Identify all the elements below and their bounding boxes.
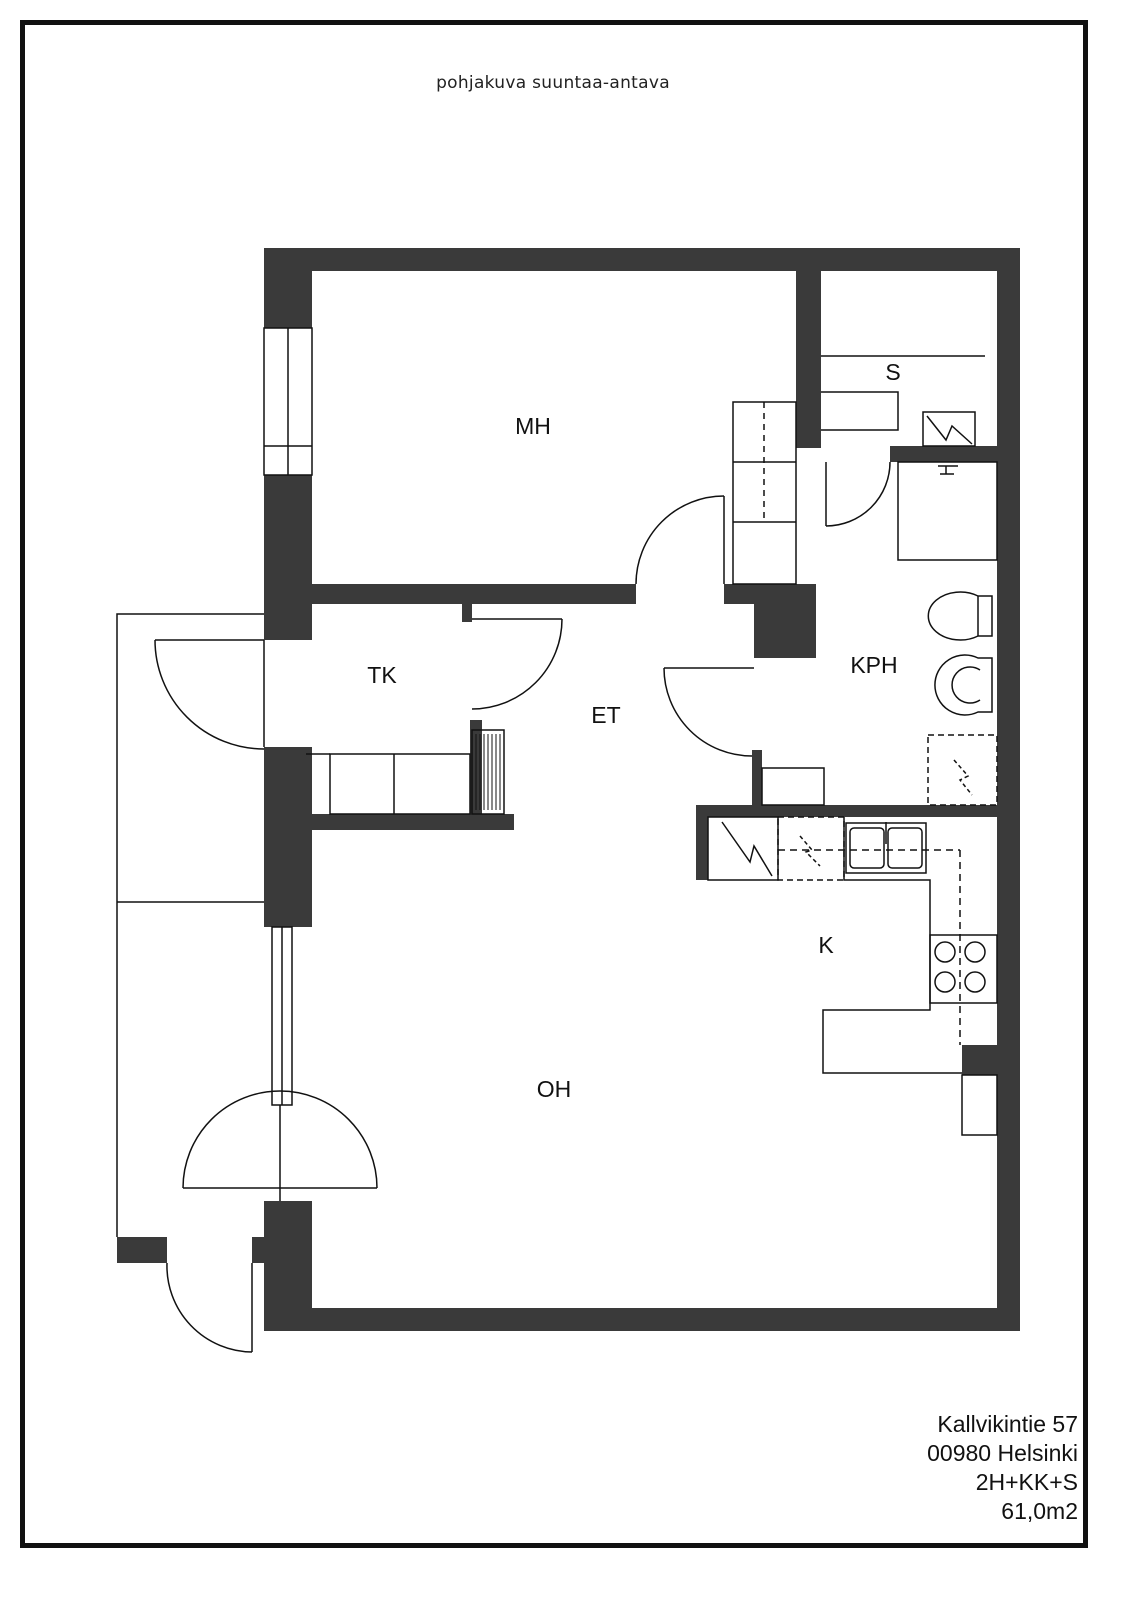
room-label-tk: TK — [367, 662, 397, 688]
kitchen-end-wall — [696, 805, 708, 880]
room-label-et: ET — [591, 702, 620, 728]
room-label-oh: OH — [537, 1076, 572, 1102]
sauna-bath-wall — [890, 446, 997, 462]
address-line: Kallvikintie 57 — [937, 1411, 1078, 1437]
stove-burner — [934, 941, 956, 963]
room-label-k: K — [818, 932, 834, 958]
shower-faucet — [938, 465, 958, 475]
washbasin — [934, 654, 993, 716]
stove-burner — [934, 971, 956, 993]
left-wall-segment — [264, 248, 312, 328]
fridge — [961, 1074, 998, 1136]
bath-entry-wall — [752, 750, 762, 805]
bedroom-door-swing — [635, 495, 725, 585]
bath-cabinet — [761, 767, 825, 806]
bedroom-bottom-wall — [306, 584, 636, 604]
disclaimer-note: pohjakuva suuntaa-antava — [436, 73, 670, 93]
area-line: 61,0m2 — [1001, 1498, 1078, 1524]
stove-burner — [964, 941, 986, 963]
left-wall-segment — [264, 747, 312, 927]
sauna-stove — [922, 411, 976, 447]
outer-wall-right — [997, 248, 1020, 1331]
postal-line: 00980 Helsinki — [927, 1440, 1078, 1466]
bath-entry-wall — [754, 600, 816, 658]
balcony-outline — [116, 613, 264, 1237]
sauna-door-swing — [825, 461, 891, 527]
property-info: Kallvikintie 57 00980 Helsinki 2H+KK+S 6… — [927, 1410, 1078, 1526]
balcony-wall — [117, 1237, 167, 1263]
outer-wall-bottom — [264, 1308, 1020, 1331]
outer-wall-top — [264, 248, 1020, 271]
balcony-wall — [252, 1237, 266, 1263]
shoe-rack — [471, 729, 505, 815]
balcony-door-swing — [182, 1090, 378, 1189]
stove — [929, 934, 998, 1004]
page-frame — [20, 20, 1088, 1548]
kitchen-wall-stub — [962, 1045, 997, 1075]
closet-wall — [462, 604, 472, 622]
sauna-bench — [821, 391, 899, 431]
room-labels: MH S TK ET KPH K OH — [367, 359, 900, 1102]
left-wall-segment — [264, 475, 312, 640]
left-wall-segment — [264, 1201, 312, 1331]
bedroom-bottom-wall — [724, 584, 816, 604]
dishwasher — [777, 816, 845, 881]
thin-lines — [116, 327, 998, 1353]
shower-area — [897, 461, 998, 561]
stove-burner — [964, 971, 986, 993]
closet-shelving — [329, 753, 471, 815]
toilet — [927, 591, 993, 641]
room-label-s: S — [885, 359, 900, 385]
kitchen-appliance — [707, 816, 779, 881]
room-label-mh: MH — [515, 413, 551, 439]
bath-door-swing — [663, 667, 753, 757]
closet-door-swing — [471, 618, 563, 710]
balcony-exit-door-swing — [166, 1262, 253, 1353]
layout-line: 2H+KK+S — [975, 1469, 1078, 1495]
storage-partition — [796, 268, 821, 448]
walls — [117, 248, 1020, 1331]
bath-kitchen-wall — [696, 805, 997, 817]
entrance-door-swing — [154, 639, 265, 750]
washing-machine — [927, 734, 998, 806]
kitchen-counter — [822, 817, 962, 1074]
closet-bottom-wall — [306, 814, 514, 830]
room-label-kph: KPH — [850, 652, 897, 678]
